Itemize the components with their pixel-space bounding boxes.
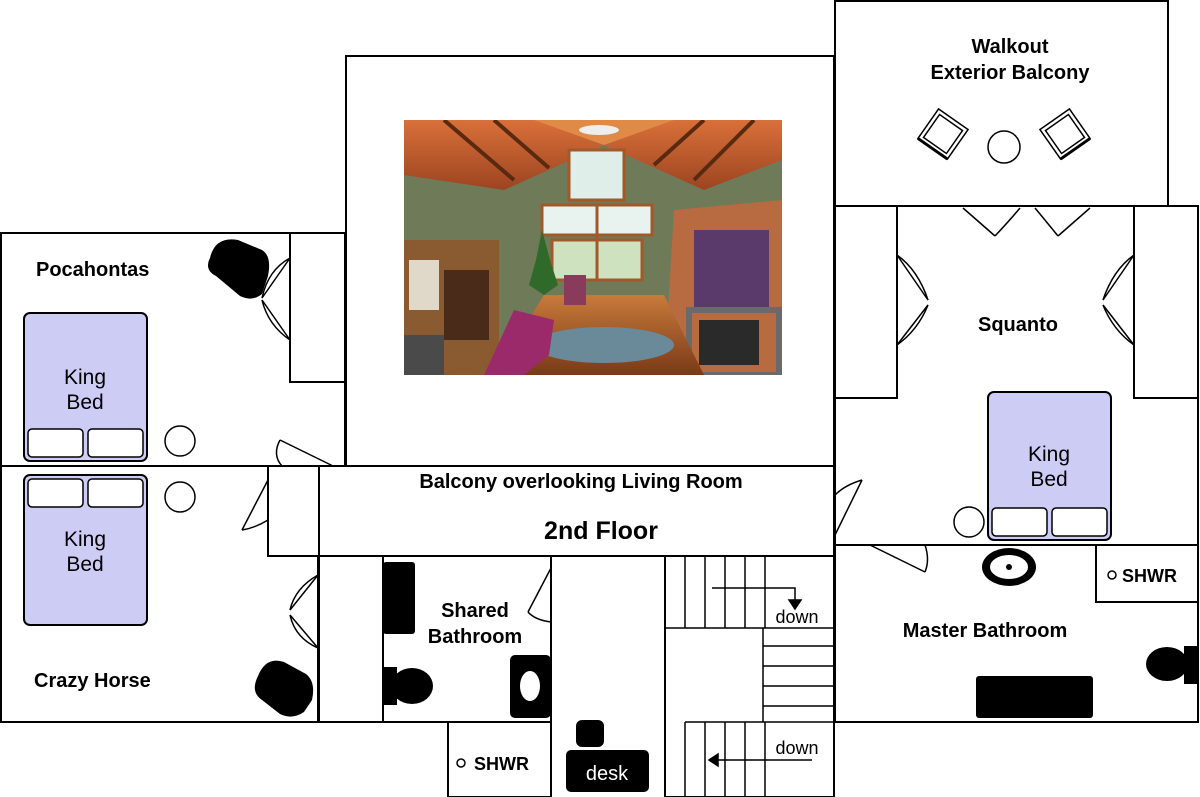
walkout-balcony-outline [834, 0, 1169, 207]
bed-label-line2: Bed [66, 391, 103, 414]
pillow [87, 428, 144, 458]
armchair-icon [254, 660, 314, 717]
toilet-icon [391, 668, 433, 704]
door-swing [896, 254, 929, 346]
squanto-closet-left [834, 205, 898, 399]
squanto-closet-right [1133, 205, 1199, 399]
desk-icon [566, 750, 649, 792]
room-label-pocahontas: Pocahontas [36, 259, 149, 281]
arrow-head-icon [787, 599, 803, 611]
door-swing [994, 207, 1059, 237]
room-label-master-bath: Master Bathroom [903, 620, 1067, 642]
master-bath-fixtures [976, 548, 1198, 718]
stairs [665, 556, 834, 797]
pocahontas-closet [289, 232, 346, 383]
stairwell-outline [664, 555, 835, 797]
living-room-photo [404, 120, 782, 375]
shared-bath-fixtures [383, 562, 551, 768]
bed-frame [23, 312, 148, 462]
shower-drain-icon [1107, 570, 1117, 580]
nightstand-icon [164, 481, 196, 513]
patio-chair-icon [916, 107, 970, 161]
patio-chairs [916, 107, 1092, 161]
pillow [991, 507, 1048, 537]
master-shower-label: SHWR [1122, 566, 1177, 586]
door-shared-bath [527, 567, 552, 623]
vanity-icon [383, 562, 415, 634]
shower-drain-icon [456, 758, 466, 768]
stairs-arrow-upper [712, 587, 796, 604]
bed-squanto [987, 391, 1112, 541]
walkout-title-line2: Exterior Balcony [931, 62, 1091, 84]
stairs-label-lower: down [775, 738, 818, 758]
shared-bath-line2: Bathroom [428, 626, 522, 648]
nightstand-icon [953, 506, 985, 538]
bed-frame [987, 391, 1112, 541]
armchairs [208, 239, 314, 717]
door-swing [261, 257, 291, 341]
patio-table-icon [987, 130, 1021, 164]
bed-frame [23, 474, 148, 626]
vanity-icon [976, 676, 1093, 718]
door-swing [1102, 254, 1135, 346]
room-label-crazy-horse: Crazy Horse [34, 670, 151, 692]
doors [241, 207, 1135, 649]
drain-icon [1006, 564, 1012, 570]
floor-title: 2nd Floor [544, 517, 658, 545]
toilet-tank-icon [383, 667, 397, 705]
stairs-label-upper: down [775, 607, 818, 627]
door-master-bath [869, 544, 929, 573]
photo-illustration [404, 120, 782, 375]
pillow [27, 428, 84, 458]
master-shower-outline [1095, 544, 1199, 603]
bed-label-line1: King [64, 366, 106, 389]
patio-chair-icon [1038, 107, 1092, 161]
balcony-label: Balcony overlooking Living Room [419, 471, 742, 493]
armchair-icon [208, 239, 270, 299]
shared-shower-label: SHWR [474, 754, 529, 774]
sink-basin-icon [520, 671, 540, 701]
door-leaf [261, 257, 291, 341]
desk-chair-icon [576, 720, 604, 747]
bed-pocahontas [23, 312, 148, 462]
bed-label-line1: King [1028, 443, 1070, 466]
door-squanto [834, 479, 863, 536]
pillow [27, 478, 84, 508]
round-tables [164, 130, 1021, 538]
crazy-horse-closet [317, 555, 384, 723]
bed-label-line1: King [64, 528, 106, 551]
pillow [87, 478, 144, 508]
desk-label: desk [586, 763, 629, 785]
bed-crazy-horse [23, 474, 148, 626]
door-leaf [1102, 254, 1135, 346]
walkout-title-line1: Walkout [971, 36, 1048, 58]
bed-label-line2: Bed [1030, 468, 1067, 491]
nightstand-icon [164, 425, 196, 457]
door-leaf [896, 254, 929, 346]
door-pocahontas [275, 439, 334, 467]
toilet-tank-icon [1184, 646, 1198, 684]
desk-area [566, 720, 649, 792]
shared-bath-line1: Shared [441, 600, 509, 622]
door-leaf [962, 207, 1091, 237]
toilet-icon [1146, 647, 1188, 681]
bed-label-line2: Bed [66, 553, 103, 576]
arrow-head-icon [707, 752, 719, 768]
door-leaf [289, 574, 319, 649]
door-crazy-horse [241, 479, 269, 531]
pillow [1051, 507, 1108, 537]
door-swing [289, 574, 319, 649]
room-label-squanto: Squanto [978, 314, 1058, 336]
